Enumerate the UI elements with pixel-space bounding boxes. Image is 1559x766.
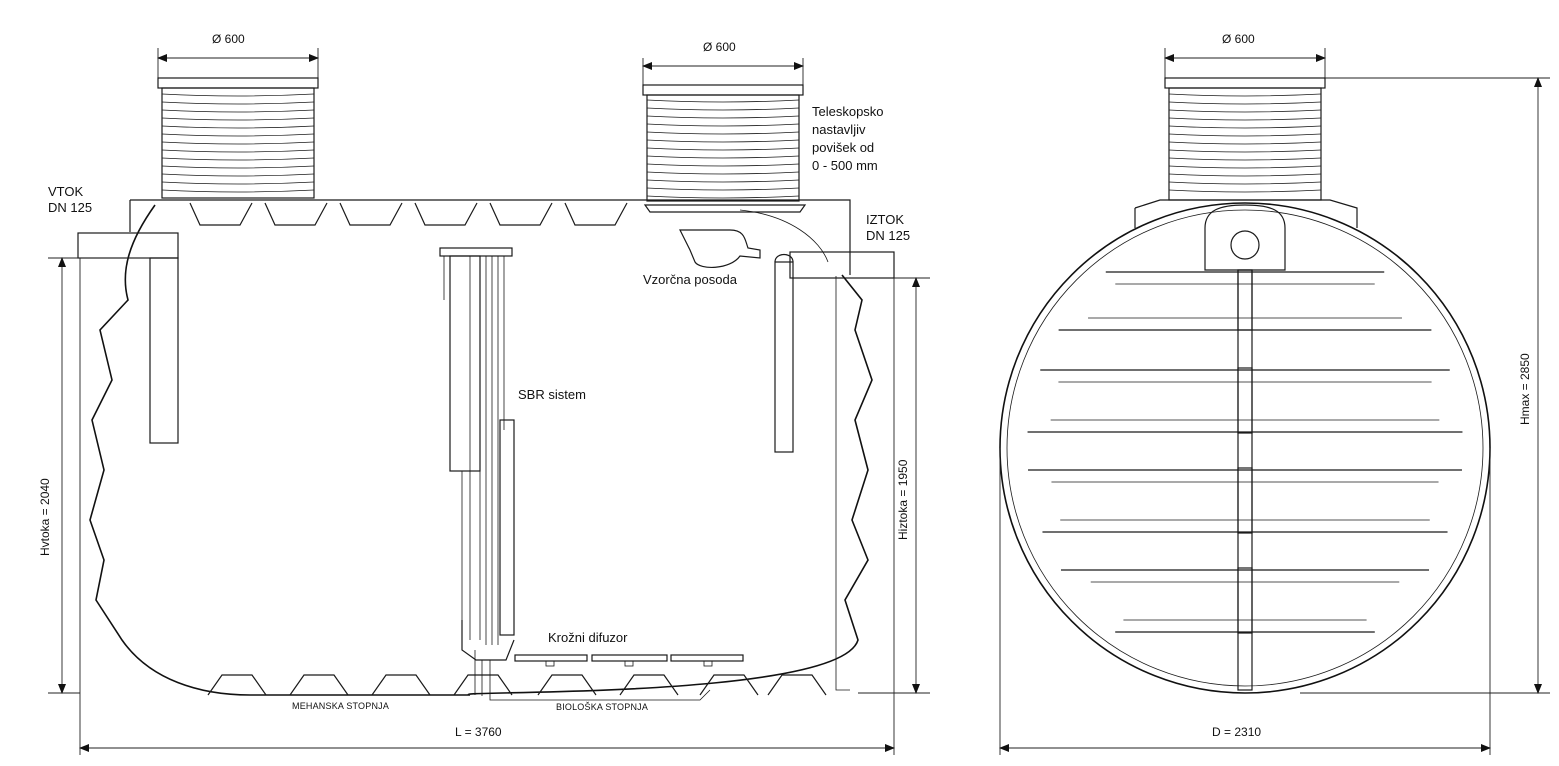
sbr-system-label: SBR sistem [518,387,586,402]
telescope-note-1: Teleskopsko [812,104,884,119]
manhole-middle [642,58,807,213]
inlet-size: DN 125 [48,200,93,215]
h-inlet-label: Hvtoka = 2040 [38,478,52,556]
h-outlet-label: Hiztoka = 1950 [896,459,910,540]
sample-vessel-label: Vzorčna posoda [643,272,737,287]
top-corrugations [189,202,628,226]
length-dim [79,258,895,755]
tank-circle [999,202,1491,694]
manhole-left-diameter: Ø 600 [212,32,245,46]
outlet-size: DN 125 [866,228,911,243]
bottom-corrugations [207,674,827,696]
front-view [999,48,1550,755]
sbr-system [439,247,711,701]
inlet-title: VTOK [48,184,84,199]
length-label: L = 3760 [455,725,502,739]
tank-body [89,204,873,696]
manhole-left-ribs [161,93,315,193]
tank-top-rim [129,199,851,275]
biological-stage-label: BIOLOŠKA STOPNJA [556,702,649,712]
inlet-pipe [62,232,179,444]
diffuser-label: Krožni difuzor [548,630,628,645]
h-inlet-dim [48,257,80,694]
diameter-label: D = 2310 [1212,725,1262,739]
telescope-note-4: 0 - 500 mm [812,158,878,173]
manhole-middle-ribs [646,99,800,199]
manhole-left [157,48,319,199]
telescope-note-3: povišek od [812,140,875,155]
sample-vessel [679,209,829,268]
manhole-right-diameter: Ø 600 [1222,32,1255,46]
manhole-middle-diameter: Ø 600 [703,40,736,54]
front-ribs [1027,271,1463,633]
telescope-note-2: nastavljiv [812,122,866,137]
mechanical-stage-label: MEHANSKA STOPNJA [292,701,390,711]
side-view [48,48,930,755]
manhole-right-ribs [1168,93,1322,193]
h-max-label: Hmax = 2850 [1518,353,1532,425]
circular-diffuser [514,654,744,667]
outlet-title: IZTOK [866,212,905,227]
outlet-pipe [774,251,930,453]
